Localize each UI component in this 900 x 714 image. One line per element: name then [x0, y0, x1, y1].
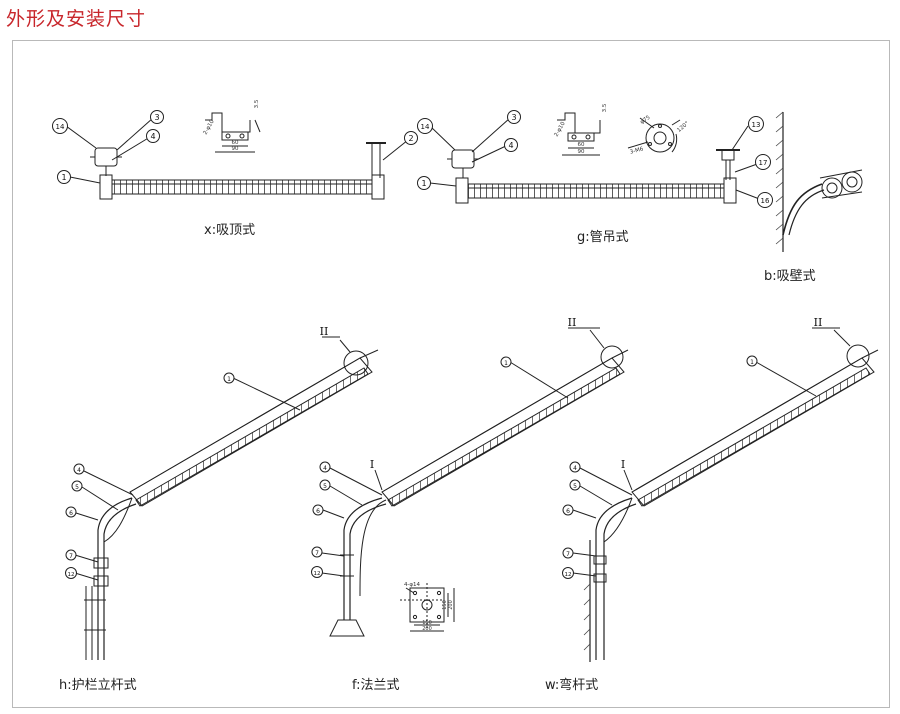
caption-flange: f:法兰式 [352, 678, 400, 693]
circle-flange-detail [627, 117, 681, 153]
detail-mark-I: I [370, 458, 374, 471]
curved-leaders [572, 327, 851, 577]
dim-bracket-hole: 2-φ10 [554, 121, 568, 138]
callout-6: 6 [316, 508, 320, 515]
pipe-pendant-lamp [447, 149, 740, 204]
dim-bracket-w1: 60 [232, 140, 239, 146]
callout-4: 4 [323, 465, 327, 472]
dim-bracket-hole: 2-φ10 [203, 119, 217, 136]
callout-6: 6 [69, 510, 73, 517]
callout-4: 4 [150, 132, 155, 141]
ceiling-leaders [65, 117, 409, 184]
callout-5: 5 [573, 483, 577, 490]
dim-flange-in-h: 150 [442, 600, 448, 610]
caption-ceiling-mount: x:吸顶式 [204, 223, 256, 238]
wall-mount-lamp [775, 111, 863, 252]
callout-1: 1 [227, 376, 231, 383]
page-title: 外形及安装尺寸 [6, 8, 147, 30]
dim-bracket-w1: 60 [578, 142, 585, 148]
diagram-frame [12, 40, 890, 708]
callout-2: 2 [408, 134, 413, 143]
callout-7: 7 [69, 553, 73, 560]
callout-16: 16 [761, 197, 770, 205]
detail-mark-II: II [568, 316, 577, 329]
callout-4: 4 [508, 141, 513, 150]
ceiling-mount-lamp [90, 142, 386, 200]
callout-14: 14 [56, 123, 65, 131]
callout-5: 5 [75, 484, 79, 491]
dim-flange-out-h: 200 [448, 600, 454, 610]
dim-circle-hole: 3-M6 [629, 146, 644, 155]
dim-flange-in-w: 150 [422, 620, 432, 626]
guardrail-leaders [74, 336, 351, 581]
callout-13: 13 [752, 121, 761, 129]
bracket-detail-x [205, 112, 261, 153]
callout-1: 1 [421, 179, 426, 188]
detail-mark-I: I [621, 458, 625, 471]
callout-1: 1 [504, 360, 508, 367]
dim-flange-out-w: 200 [422, 626, 432, 632]
caption-pipe-pendant: g:管吊式 [577, 230, 629, 245]
dim-bracket-h: 3.5 [254, 99, 260, 108]
callout-12: 12 [68, 572, 75, 578]
callout-6: 6 [566, 508, 570, 515]
guardrail-pole-lamp [84, 349, 379, 660]
caption-curved-pole: w:弯杆式 [545, 678, 599, 693]
callout-12: 12 [314, 571, 321, 577]
callout-7: 7 [315, 550, 319, 557]
dim-circle-angle: 120° [676, 121, 690, 134]
dim-bracket-w2: 90 [232, 146, 239, 152]
flange-leaders [321, 327, 605, 577]
callout-5: 5 [323, 483, 327, 490]
callout-17: 17 [759, 159, 768, 167]
flange-plate-detail [400, 583, 455, 632]
callout-7: 7 [566, 551, 570, 558]
curved-pole-lamp [583, 344, 879, 662]
callout-4: 4 [573, 465, 577, 472]
callout-tags [52, 110, 773, 579]
dim-bracket-w2: 90 [578, 149, 585, 155]
dim-flange-holes: 4-φ14 [404, 582, 421, 588]
callout-4: 4 [77, 467, 81, 474]
callout-1: 1 [750, 359, 754, 366]
detail-mark-II: II [814, 316, 823, 329]
dim-circle-d: φ75 [639, 114, 652, 125]
caption-wall-mount: b:吸壁式 [764, 269, 816, 284]
callout-12: 12 [565, 572, 572, 578]
caption-guardrail-pole: h:护栏立杆式 [59, 678, 137, 693]
callout-14: 14 [421, 123, 430, 131]
dim-bracket-h: 3.5 [602, 103, 608, 112]
callout-3: 3 [511, 113, 516, 122]
callout-3: 3 [154, 113, 159, 122]
bracket-detail-g [557, 112, 601, 156]
callout-1: 1 [61, 173, 66, 182]
detail-mark-II: II [320, 325, 329, 338]
